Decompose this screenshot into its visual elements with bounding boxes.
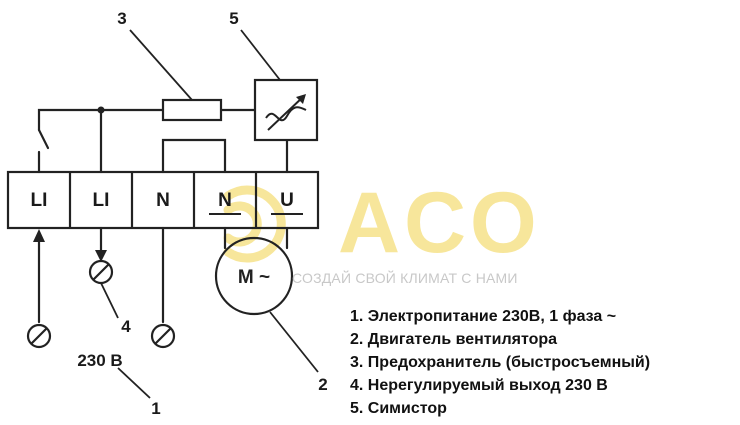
callout-1: 1 (151, 399, 160, 418)
output-arrow-down-icon (95, 250, 107, 262)
legend-item: 3. Предохранитель (быстросъемный) (350, 354, 651, 371)
terminal-label-n-a: N (156, 190, 170, 211)
callout-3: 3 (117, 9, 126, 28)
supply-arrow-up-icon (33, 229, 45, 242)
terminal-label-l1-a: LI (31, 190, 48, 211)
legend-item: 1. Электропитание 230В, 1 фаза ~ (350, 308, 617, 325)
terminal-label-u: U (280, 190, 294, 211)
legend-item: 5. Симистор (350, 400, 447, 417)
watermark-logo-icon (223, 185, 286, 263)
legend-list: 1. Электропитание 230В, 1 фаза ~ 2. Двиг… (350, 305, 650, 420)
triac-symbol (253, 78, 319, 142)
callout-leaders (100, 29, 319, 399)
terminal-label-l1-b: LI (93, 190, 110, 211)
junction-dot (97, 106, 105, 114)
watermark-tagline: СОЗДАЙ СВОЙ КЛИМАТ С НАМИ (292, 269, 518, 286)
legend-item: 2. Двигатель вентилятора (350, 331, 558, 348)
motor-symbol (214, 236, 294, 316)
callout-5: 5 (229, 9, 238, 28)
legend-item: 4. Нерегулируемый выход 230 В (350, 377, 608, 394)
voltage-label: 230 В (77, 351, 122, 370)
watermark: АСО (223, 175, 543, 271)
callout-2: 2 (318, 375, 327, 394)
fuse-symbol (161, 98, 223, 122)
watermark-logo-text: АСО (338, 175, 543, 271)
terminal-label-n-b: N (218, 190, 232, 211)
wiring (37, 108, 289, 324)
screw-terminal-icons (26, 259, 176, 349)
callout-4: 4 (121, 317, 131, 336)
motor-label: M ~ (238, 267, 270, 288)
